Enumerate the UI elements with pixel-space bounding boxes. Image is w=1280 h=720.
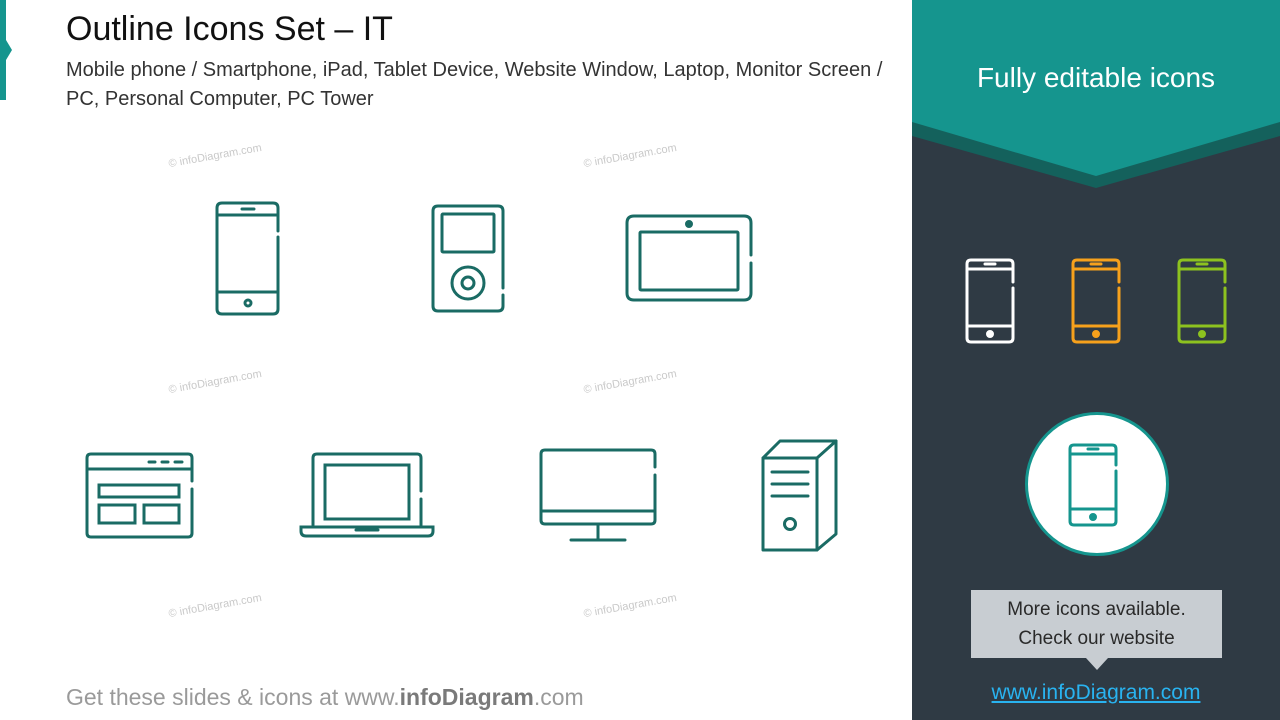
more-icons-line2: Check our website bbox=[1018, 628, 1175, 649]
page-subtitle: Mobile phone / Smartphone, iPad, Tablet … bbox=[66, 59, 883, 110]
watermark: © infoDiagram.com bbox=[582, 591, 678, 621]
smartphone-icon-teal bbox=[1068, 443, 1118, 527]
watermark: © infoDiagram.com bbox=[582, 141, 678, 171]
monitor-icon bbox=[539, 448, 657, 542]
watermark: © infoDiagram.com bbox=[167, 367, 263, 397]
more-icons-box: More icons available. Check our website bbox=[971, 590, 1222, 658]
accent-notch bbox=[6, 40, 12, 60]
pc-tower-icon bbox=[761, 439, 838, 552]
website-window-icon bbox=[85, 452, 194, 539]
banner-shape bbox=[912, 0, 1280, 188]
footer-prefix: Get these slides & icons at www. bbox=[66, 684, 400, 710]
banner-text: Fully editable icons bbox=[976, 62, 1216, 93]
smartphone-icon-orange bbox=[1071, 258, 1121, 344]
callout-arrow bbox=[1086, 658, 1108, 670]
watermark: © infoDiagram.com bbox=[167, 591, 263, 621]
more-icons-line1: More icons available. bbox=[1007, 599, 1186, 620]
footer-text: Get these slides & icons at www.infoDiag… bbox=[66, 684, 584, 711]
laptop-icon bbox=[299, 452, 435, 538]
accent-bar bbox=[0, 0, 6, 100]
website-link[interactable]: www.infoDiagram.com bbox=[991, 681, 1201, 704]
watermark: © infoDiagram.com bbox=[167, 141, 263, 171]
page-title: Outline Icons Set – IT bbox=[66, 10, 393, 48]
footer-suffix: .com bbox=[533, 684, 584, 710]
watermark: © infoDiagram.com bbox=[582, 367, 678, 397]
smartphone-icon bbox=[215, 201, 280, 316]
featured-icon-circle bbox=[1025, 412, 1169, 556]
footer-brand: infoDiagram bbox=[399, 684, 534, 710]
smartphone-icon-green bbox=[1177, 258, 1227, 344]
ipod-icon bbox=[431, 204, 505, 313]
smartphone-icon-white bbox=[965, 258, 1015, 344]
right-panel: Fully editable icons More icons availabl… bbox=[912, 0, 1280, 720]
tablet-icon bbox=[625, 214, 753, 302]
